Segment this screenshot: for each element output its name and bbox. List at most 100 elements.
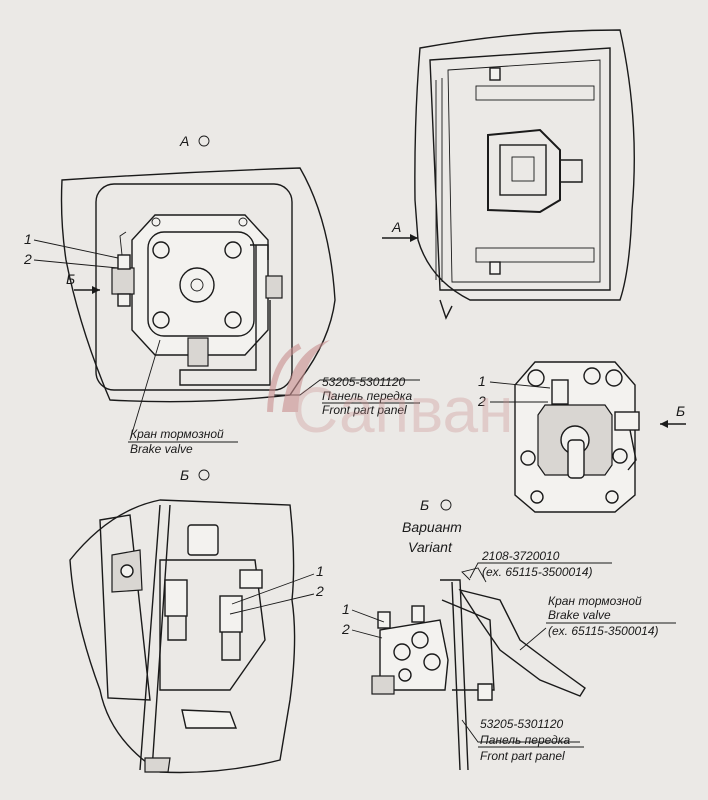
cab-arrow-a-head bbox=[410, 234, 418, 242]
variant-callout-2: 2 bbox=[341, 621, 350, 637]
cab-hatch bbox=[499, 144, 547, 196]
view-b-valve-body bbox=[159, 559, 266, 691]
variant-panel-edges bbox=[440, 579, 469, 771]
view-b-panel-edges bbox=[139, 504, 171, 771]
cab-hatch-inner bbox=[511, 156, 535, 182]
view-b-rotate-icon bbox=[198, 469, 210, 481]
view-b-fitting-1 bbox=[164, 579, 188, 617]
view-a-valve-leader bbox=[129, 339, 161, 441]
view-a-fitting-right bbox=[265, 275, 283, 299]
watermark: Сапван bbox=[267, 340, 513, 446]
view-b-callout-2: 2 bbox=[315, 583, 324, 599]
variant-brake-ex: (ex. 65115-3500014) bbox=[548, 624, 659, 638]
view-a: А Б 1 2 53205-5301120 bbox=[23, 133, 420, 456]
view-b-side-nut bbox=[239, 569, 263, 589]
cab-engine-cover bbox=[487, 128, 561, 214]
view-b: Б 1 2 bbox=[69, 467, 324, 774]
cab-outline bbox=[414, 29, 635, 301]
view-a-fitting-bottom bbox=[187, 337, 209, 367]
valve2-fitting-right bbox=[614, 411, 640, 431]
cab-inner-frame bbox=[429, 47, 611, 291]
variant-port-2 bbox=[411, 631, 429, 649]
variant-brake-ru: Кран тормозной bbox=[548, 594, 642, 608]
variant-panel-leader bbox=[461, 719, 580, 743]
view-b-callout-1: 1 bbox=[316, 563, 324, 579]
variant-ru: Вариант bbox=[402, 519, 462, 535]
cab-inner-frame-2 bbox=[447, 59, 601, 283]
variant-pedal bbox=[458, 588, 586, 697]
view-b-callout-leaders bbox=[229, 573, 315, 615]
view-a-rotate-icon bbox=[198, 135, 210, 147]
valve2-lever bbox=[567, 439, 585, 479]
valve2-bolt-4 bbox=[520, 450, 536, 466]
variant-panel-number: 53205-5301120 bbox=[480, 717, 564, 731]
variant-port-1 bbox=[393, 643, 411, 661]
view-a-title: А bbox=[179, 133, 189, 149]
view-a-bolt-2 bbox=[224, 241, 242, 259]
valve2-bolt-3 bbox=[605, 369, 623, 387]
valve-front-view: 1 2 Б bbox=[477, 361, 686, 513]
valve2-arrow-b-head bbox=[660, 420, 668, 428]
view-a-panel-en: Front part panel bbox=[322, 403, 407, 417]
variant-fitting-2 bbox=[411, 605, 425, 623]
view-b2-title: Б bbox=[420, 497, 429, 513]
valve2-fitting-top bbox=[551, 379, 569, 405]
variant-callout-1: 1 bbox=[342, 601, 350, 617]
cab-clip-top bbox=[489, 67, 501, 81]
valve2-callout-2: 2 bbox=[477, 393, 486, 409]
view-b-top-block bbox=[187, 524, 219, 556]
valve2-callout-1: 1 bbox=[478, 373, 486, 389]
cab-clip-bottom bbox=[489, 261, 501, 275]
variant-panel-ru: Панель передка bbox=[480, 733, 570, 747]
view-a-bolt-1 bbox=[152, 241, 170, 259]
view-b-variant: Б Вариант Variant 1 2 2108-3720010 (ex. … bbox=[341, 497, 676, 771]
variant-brake-en: Brake valve bbox=[548, 608, 611, 622]
cab-hatch-side bbox=[560, 159, 583, 183]
view-b-bracket-left bbox=[99, 514, 151, 701]
view-a-mount-plate bbox=[95, 183, 293, 391]
valve2-bolt-6 bbox=[530, 490, 544, 504]
view-a-callout-1: 1 bbox=[24, 231, 32, 247]
view-b-outline bbox=[69, 499, 296, 774]
variant-panel-en: Front part panel bbox=[480, 749, 565, 763]
view-b2-rotate-icon bbox=[440, 499, 452, 511]
valve2-bolt-5 bbox=[612, 448, 628, 464]
variant-pedal-hinge bbox=[461, 567, 487, 583]
view-a-callout-2: 2 bbox=[23, 251, 32, 267]
view-a-panel-ru: Панель передка bbox=[322, 389, 412, 403]
view-a-fitting-left-wire bbox=[119, 231, 127, 256]
cab-bar-top bbox=[475, 85, 595, 101]
variant-port-3 bbox=[423, 653, 441, 671]
watermark-logo-mark bbox=[282, 340, 330, 412]
view-a-bolt-3 bbox=[152, 311, 170, 329]
variant-en: Variant bbox=[408, 539, 453, 555]
view-a-valve-cover bbox=[147, 231, 255, 337]
view-a-valve-en: Brake valve bbox=[130, 442, 193, 456]
valve2-hose bbox=[627, 429, 637, 471]
view-a-pipes bbox=[179, 244, 271, 386]
view-a-fitting-left-top bbox=[117, 254, 131, 270]
view-b-title: Б bbox=[180, 467, 189, 483]
view-a-valve-center bbox=[179, 267, 215, 303]
variant-valve-number-ex: (ex. 65115-3500014) bbox=[482, 565, 593, 579]
view-b-bottom-nut bbox=[181, 709, 238, 729]
view-a-callout-leaders bbox=[33, 239, 119, 269]
view-b-hatch bbox=[144, 757, 171, 773]
cab-side-lines bbox=[435, 78, 443, 282]
watermark-logo-stroke bbox=[267, 343, 302, 413]
view-a-fitting-left-bottom bbox=[117, 293, 131, 307]
valve2-bolt-2 bbox=[583, 367, 601, 385]
valve2-bolt-7 bbox=[605, 490, 619, 504]
view-a-bolt-4 bbox=[224, 311, 242, 329]
view-b-bracket-hole bbox=[120, 564, 134, 578]
view-a-rivet-2 bbox=[238, 217, 248, 227]
view-a-fitting-left bbox=[111, 267, 135, 295]
variant-callout-leaders bbox=[351, 609, 385, 639]
view-a-arrow-b-head bbox=[92, 286, 100, 294]
valve2-arrow-b-label: Б bbox=[676, 403, 685, 419]
variant-valve-number: 2108-3720010 bbox=[481, 549, 560, 563]
view-a-valve-ru: Кран тормозной bbox=[130, 427, 224, 441]
view-a-panel-number: 53205-5301120 bbox=[322, 375, 406, 389]
cab-arrow-a-label: А bbox=[391, 219, 401, 235]
